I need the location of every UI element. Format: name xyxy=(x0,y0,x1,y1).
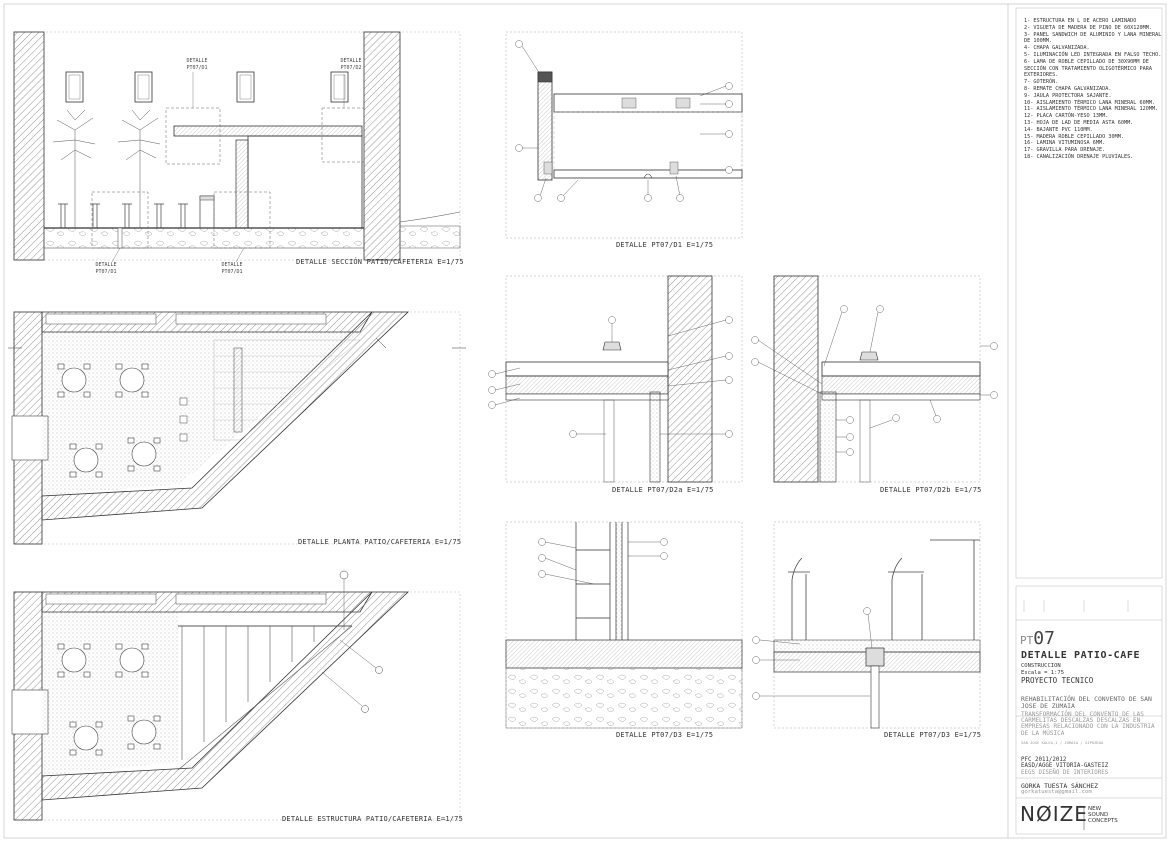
caption-d2b: DETALLE PT07/D2b E=1/75 xyxy=(880,486,982,494)
legend-item: 7- GOTERÓN. xyxy=(1024,79,1059,86)
detail-d1-drawing xyxy=(505,31,743,239)
legend-item: 11- AISLAMIENTO TÉRMICO LANA MINERAL 120… xyxy=(1024,106,1159,113)
caption-d1: DETALLE PT07/D1 E=1/75 xyxy=(616,241,714,249)
structure-drawing xyxy=(11,570,461,821)
legend-item: 13- HOJA DE LAD DE MEDIA ASTA 60MM. xyxy=(1024,119,1134,126)
caption-d2a: DETALLE PT07/D2a E=1/75 xyxy=(612,486,714,494)
caption-section: DETALLE SECCIÓN PATIO/CAFETERIA E=1/75 xyxy=(296,258,464,266)
sheet-code-prefix: PT xyxy=(1020,634,1034,647)
plan-drawing xyxy=(8,311,466,545)
legend-item: 18- CANALIZACIÓN DRENAJE PLUVIALES. xyxy=(1024,153,1134,160)
legend-box xyxy=(1015,7,1163,579)
section-drawing xyxy=(13,31,461,263)
legend-item: 14- BAJANTE PVC 110MM. xyxy=(1024,126,1093,133)
legend-item: 5- ILUMINACIÓN LED INTEGRADA EN FALSO TE… xyxy=(1024,51,1162,58)
caption-plan: DETALLE PLANTA PATIO/CAFETERIA E=1/75 xyxy=(298,538,462,546)
legend-item: 17- GRAVILLA PARA DRENAJE. xyxy=(1024,147,1106,154)
logo-wordmark: NØIZE xyxy=(1020,802,1088,826)
legend-item: 10- AISLAMIENTO TÉRMICO LANA MINERAL 60M… xyxy=(1024,99,1156,106)
legend-item: 9- JAULA PROTECTORA SAJANTE. xyxy=(1024,92,1112,99)
caption-structure: DETALLE ESTRUCTURA PATIO/CAFETERIA E=1/7… xyxy=(282,815,463,823)
project-description: TRANSFORMACIÓN DEL CONVENTO DE LAS CARME… xyxy=(1021,711,1155,737)
titleblock-box xyxy=(1015,585,1163,835)
legend-item: 8- REMATE CHAPA GALVANIZADA. xyxy=(1024,85,1112,92)
author-email: gorkatuesta@gmail.com xyxy=(1021,789,1092,795)
sheet-scale: Escala = 1:75 xyxy=(1021,670,1065,676)
program: EEGS DISEÑO DE INTERIORES xyxy=(1021,770,1109,776)
note-detail-d3-bottom: DETALLE PT07/D1 xyxy=(221,262,243,275)
legend-item: 6- LAMA DE ROBLE CEPILLADO DE 30X90MM DE… xyxy=(1024,58,1153,79)
detail-d2a-drawing xyxy=(488,275,743,483)
course: PFC 2011/2012 xyxy=(1021,757,1067,763)
logo-sub-3: CONCEPTS xyxy=(1088,818,1118,824)
legend-item: 1- ESTRUCTURA EN L DE ACERO LAMINADO xyxy=(1024,18,1137,24)
detail-d2b-drawing xyxy=(751,275,998,483)
detail-d3b-drawing xyxy=(752,521,981,729)
note-detail-d1-top: DETALLE PT07/D1 xyxy=(186,58,208,71)
school: EASD/AGGE VITORIA-GASTEIZ xyxy=(1021,763,1109,769)
caption-d3b: DETALLE PT07/D3 E=1/75 xyxy=(884,731,982,739)
project-location: SAN JOSE KALEA,1 / ZUMAIA / GIPUZKOA xyxy=(1021,740,1104,745)
sheet-category: PROYECTO TECNICO xyxy=(1021,676,1094,685)
legend-item: 4- CHAPA GALVANIZADA. xyxy=(1024,45,1090,52)
legend-item: 2- VIGUETA DE MADERA DE PINO DE 60X120MM… xyxy=(1024,24,1153,31)
detail-d3a-drawing xyxy=(505,521,743,729)
legend-item: 3- PANEL SANDWICH DE ALUMINIO Y LANA MIN… xyxy=(1024,31,1162,45)
sheet-code-number: 07 xyxy=(1033,628,1055,649)
project-title: REHABILITACIÓN DEL CONVENTO DE SAN JOSE … xyxy=(1021,695,1152,710)
caption-d3a: DETALLE PT07/D3 E=1/75 xyxy=(616,731,714,739)
sheet-frame xyxy=(3,3,1167,839)
legend-item: 12- PLACA CARTÓN-YESO 13MM. xyxy=(1024,113,1109,120)
sheet-code: PT07 xyxy=(1020,628,1055,649)
logo-sub-1: NEW xyxy=(1088,806,1102,812)
note-detail-d2-top: DETALLE PT07/D2 xyxy=(340,58,362,71)
legend-item: 16- LAMINA VITUMINOSA 6MM. xyxy=(1024,140,1106,147)
sheet-subtitle: CONSTRUCCION xyxy=(1021,663,1061,669)
logo-sub-2: SOUND xyxy=(1088,812,1109,818)
note-detail-d1-bottom: DETALLE PT07/D1 xyxy=(95,262,117,275)
sheet-title: DETALLE PATIO-CAFE xyxy=(1021,650,1141,661)
author: GORKA TUESTA SÁNCHEZ xyxy=(1021,782,1098,790)
legend-item: 15- MADERA ROBLE CEPILLADO 30MM. xyxy=(1024,133,1124,140)
